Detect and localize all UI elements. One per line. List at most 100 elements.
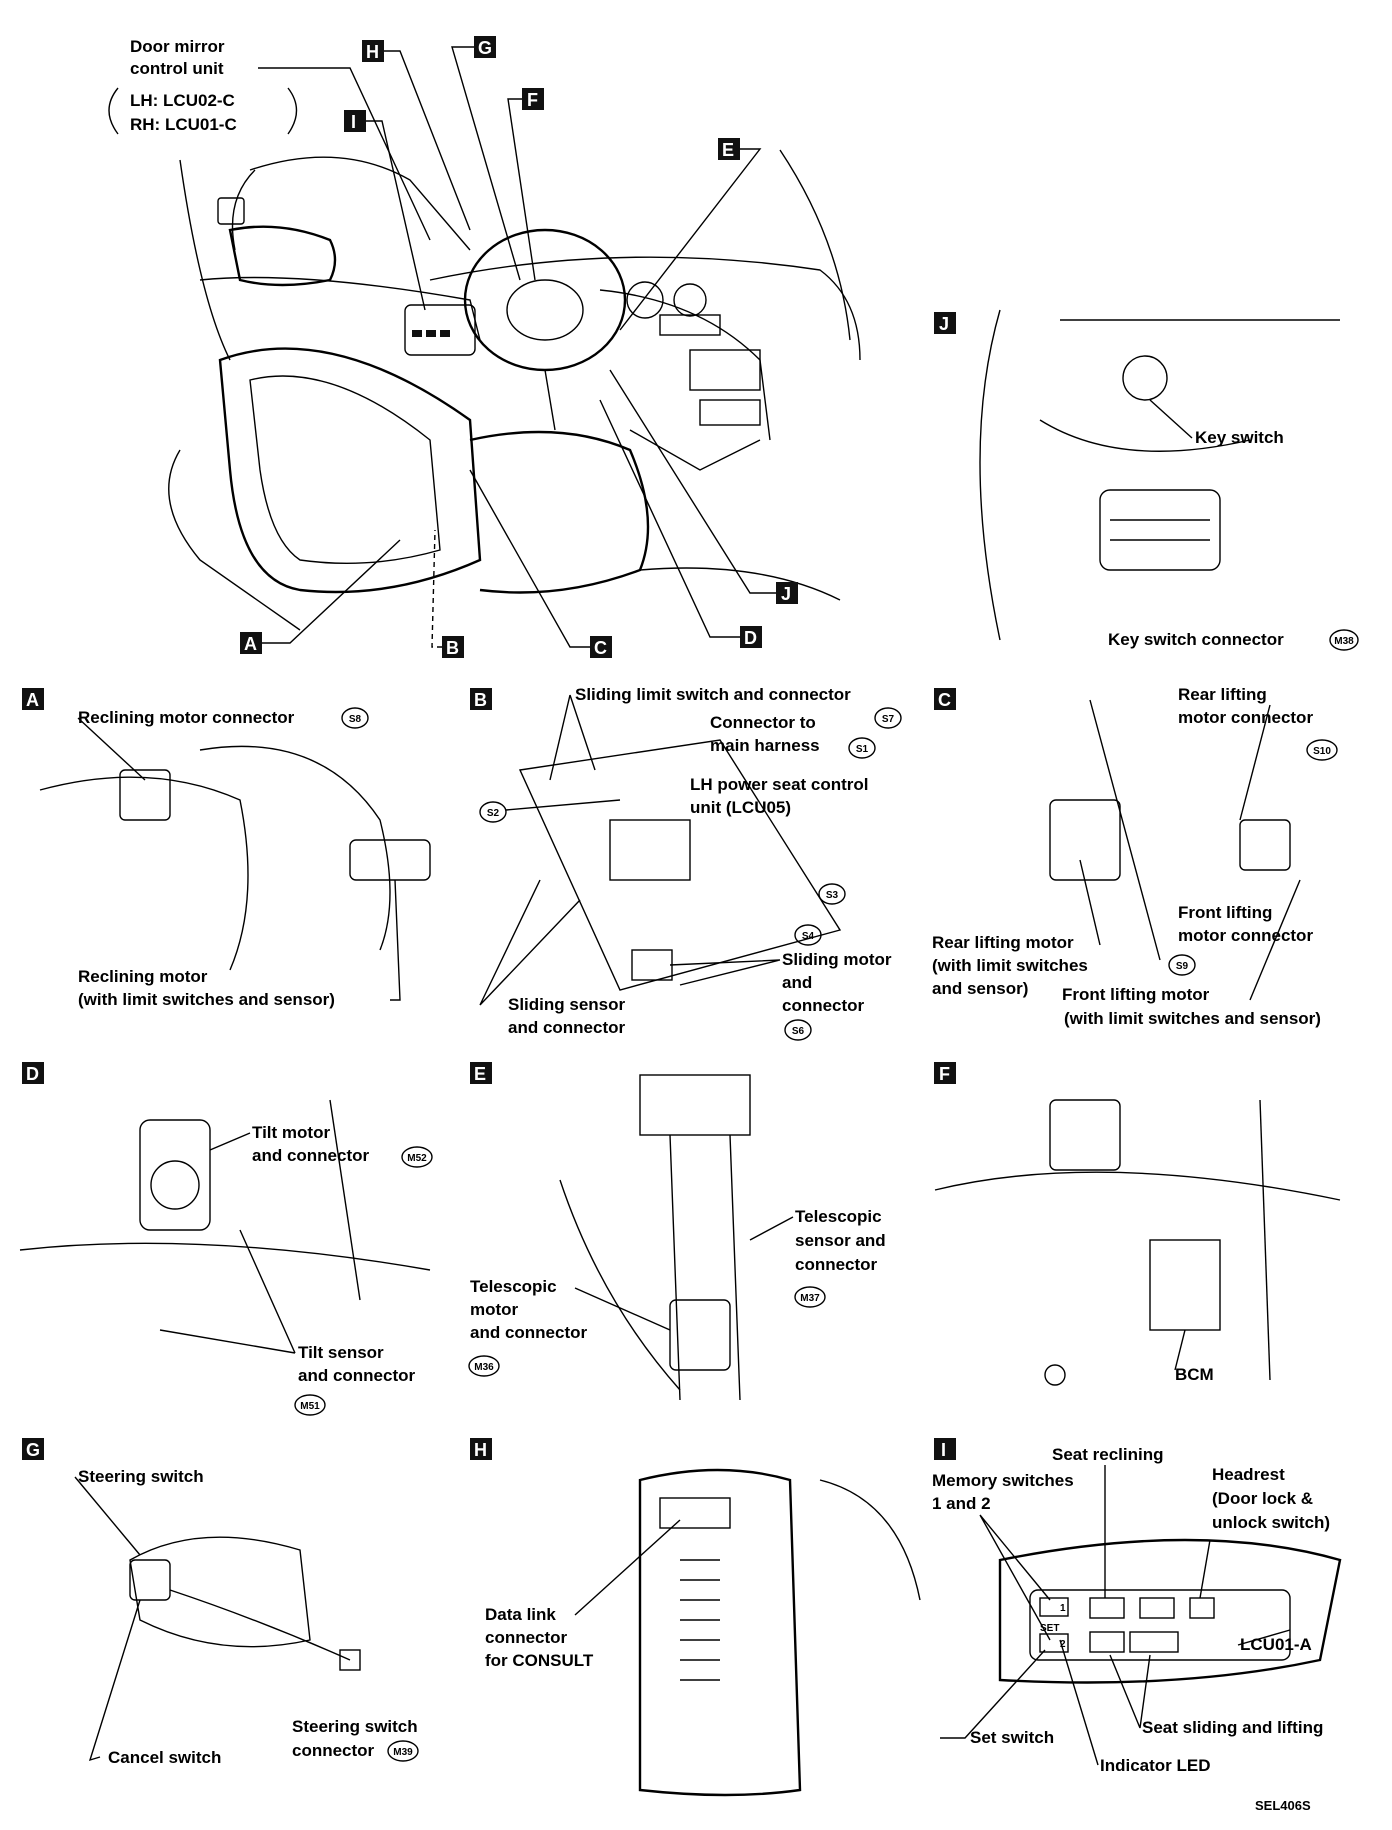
panel-h: H Data link connector for CONSULT xyxy=(470,1438,921,1797)
steering-switch-label: Steering switch xyxy=(78,1467,204,1486)
tag-f: F xyxy=(507,88,544,281)
panel-f-tag: F xyxy=(939,1064,950,1084)
sliding-motor-label-3: connector xyxy=(782,996,865,1015)
c-frame-rail xyxy=(1089,699,1161,961)
b-code-s3: S3 xyxy=(826,890,839,901)
headrest-label-1: Headrest xyxy=(1212,1465,1285,1484)
dlc-label-3: for CONSULT xyxy=(485,1651,594,1670)
a-seat-side xyxy=(39,776,249,971)
memory-button-1 xyxy=(1039,1597,1069,1617)
tilt-sensor-leader xyxy=(159,1229,296,1354)
rear-lifting-motor-label-2: (with limit switches xyxy=(932,956,1088,975)
sliding-motor-leader xyxy=(669,959,781,986)
i-switch-panel xyxy=(1029,1589,1291,1661)
tag-g: G xyxy=(451,36,521,281)
b-code-s1: S1 xyxy=(856,744,869,755)
svg-text:D: D xyxy=(744,628,757,648)
key-switch-connector-label: Key switch connector xyxy=(1108,630,1284,649)
panel-d: D Tilt motor and connector M52 Tilt sens… xyxy=(19,1062,433,1416)
h-dash-edge xyxy=(819,1479,921,1601)
gauge-right xyxy=(673,283,707,317)
panel-g-tag: G xyxy=(26,1440,40,1460)
b-s2-leader xyxy=(505,799,621,811)
lcu01a-leader xyxy=(1237,1629,1291,1646)
set-switch-leader xyxy=(940,1649,1046,1739)
reclining-motor-leader xyxy=(390,879,401,1001)
sliding-limit-label: Sliding limit switch and connector xyxy=(575,685,851,704)
dlc-leader xyxy=(574,1519,681,1616)
g-column-cover xyxy=(129,1536,311,1648)
g-connector-shape xyxy=(339,1649,361,1671)
e-harness xyxy=(559,1179,681,1391)
steering-conn-label-2: connector xyxy=(292,1741,375,1760)
panel-j-tag: J xyxy=(939,314,949,334)
tag-a: A xyxy=(240,539,401,654)
rear-lifting-motor-leader xyxy=(1079,859,1101,946)
tilt-motor-shape xyxy=(139,1119,211,1231)
c-code-s10-badge xyxy=(1306,739,1338,761)
steering-hub xyxy=(506,279,584,341)
panel-i-tag: I xyxy=(941,1440,946,1460)
a-pillar xyxy=(179,159,231,361)
reclining-motor-label-2: (with limit switches and sensor) xyxy=(78,990,335,1009)
memory-button-2-label: 2 xyxy=(1060,1639,1066,1650)
panel-d-tag: D xyxy=(26,1064,39,1084)
front-lifting-connector-shape xyxy=(1239,819,1291,871)
lh-rh-bracket-left xyxy=(108,87,119,135)
c-code-s9-badge xyxy=(1168,954,1196,976)
tele-motor-label-2: motor xyxy=(470,1300,519,1319)
set-button-label: SET xyxy=(1040,1623,1059,1634)
door-switch-1 xyxy=(412,330,422,337)
indicator-led-label: Indicator LED xyxy=(1100,1756,1211,1775)
steering-wheel xyxy=(463,228,627,372)
lh-unit-label: LH: LCU02-C xyxy=(130,91,235,110)
tele-sensor-label-1: Telescopic xyxy=(795,1207,882,1226)
tilt-motor-leader xyxy=(209,1132,251,1151)
memory-switches-label-2: 1 and 2 xyxy=(932,1494,991,1513)
d-code-m51-badge xyxy=(294,1394,326,1416)
lifting-switch-shape xyxy=(1129,1631,1179,1653)
j-harness xyxy=(1039,419,1251,452)
panel-b-tag: B xyxy=(474,690,487,710)
memory-switches-label-1: Memory switches xyxy=(932,1471,1074,1490)
door-sill xyxy=(168,449,301,631)
d-code-m51: M51 xyxy=(300,1401,320,1412)
panel-e: E Telescopic sensor and connector M37 Te… xyxy=(468,1062,886,1401)
sliding-sensor-leader xyxy=(479,879,581,1006)
b-code-s2: S2 xyxy=(487,808,500,819)
e-code-m37: M37 xyxy=(800,1293,820,1304)
i-door-trim xyxy=(998,1538,1342,1684)
steering-switch-leader xyxy=(74,1476,141,1556)
key-switch-leader xyxy=(1149,399,1193,439)
sliding-switch-shape xyxy=(1089,1631,1125,1653)
cancel-switch-leader xyxy=(88,1599,141,1762)
rear-lifting-motor-label-1: Rear lifting motor xyxy=(932,933,1074,952)
panel-c-tag: C xyxy=(938,690,951,710)
tele-sensor-label-3: connector xyxy=(795,1255,878,1274)
rear-lifting-motor-shape xyxy=(1049,799,1121,881)
telescopic-motor-shape xyxy=(669,1299,731,1371)
e-code-m36-badge xyxy=(468,1355,500,1377)
front-lifting-connector-label-2: motor connector xyxy=(1178,926,1313,945)
memory-button-1-label: 1 xyxy=(1060,1603,1066,1614)
dlc-label-1: Data link xyxy=(485,1605,556,1624)
front-lifting-motor-leader xyxy=(1249,879,1301,1001)
panel-f: F BCM xyxy=(934,1062,1341,1386)
reclining-switch-shape xyxy=(1089,1597,1125,1619)
door-switch-3 xyxy=(440,330,450,337)
sliding-motor-connector-shape xyxy=(631,949,673,981)
vent-center xyxy=(659,314,721,336)
g-code-m39: M39 xyxy=(393,1747,413,1758)
door-mirror-label-1: Door mirror xyxy=(130,37,225,56)
cancel-switch-label: Cancel switch xyxy=(108,1748,221,1767)
f-harness xyxy=(934,1171,1341,1201)
b-code-s4-badge xyxy=(794,924,822,946)
b-code-s6: S6 xyxy=(792,1026,805,1037)
b-code-s4: S4 xyxy=(802,931,815,942)
headrest-leader xyxy=(1199,1539,1211,1599)
panel-a-tag: A xyxy=(26,690,39,710)
connector-main-label-1: Connector to xyxy=(710,713,816,732)
windshield-frame xyxy=(249,156,471,251)
seat-cushion xyxy=(469,430,650,594)
